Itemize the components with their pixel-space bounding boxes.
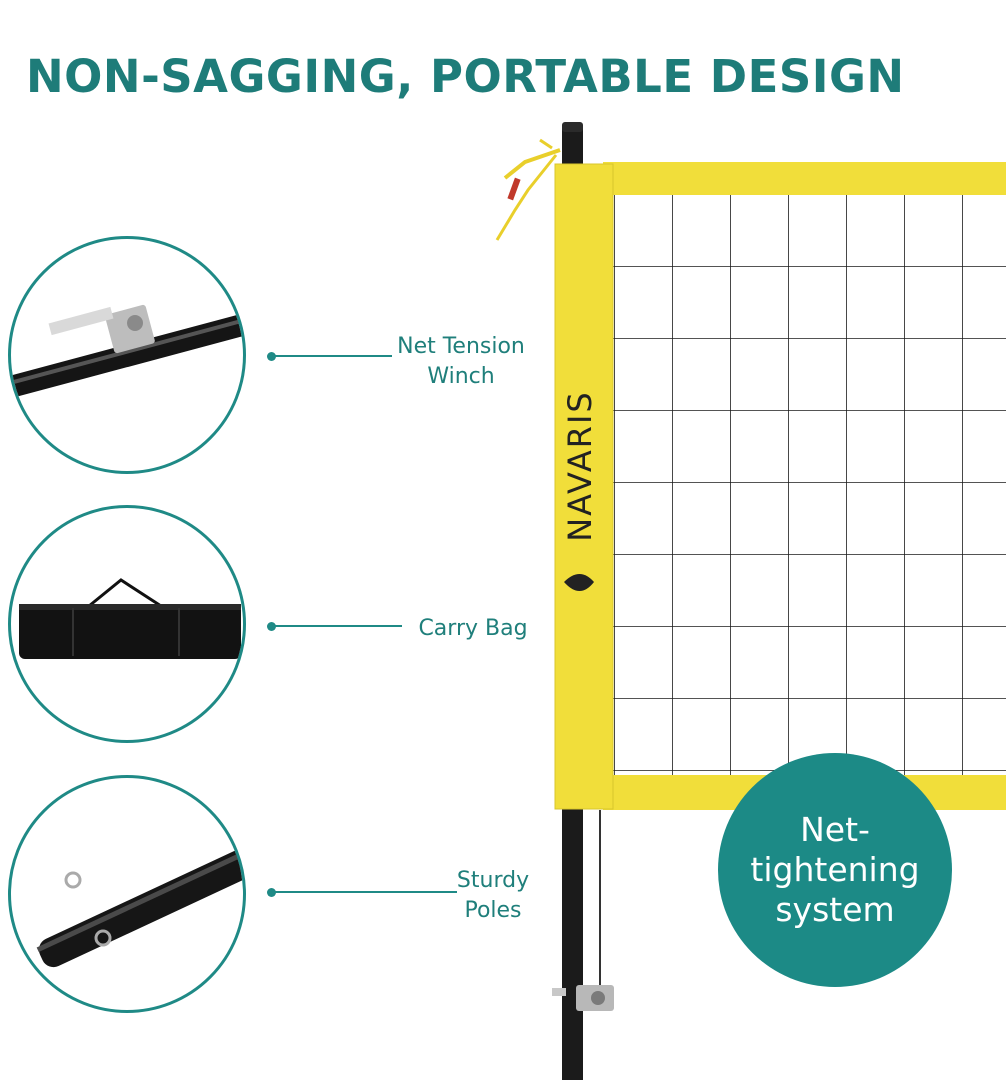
- callout-line: [272, 355, 392, 357]
- badge-text: Net-tightening system: [750, 810, 920, 929]
- sturdy-poles-detail-image: [8, 775, 246, 1013]
- page-title: NON-SAGGING, PORTABLE DESIGN: [26, 50, 905, 103]
- callout-dot: [267, 352, 276, 361]
- sturdy-poles-label: Sturdy Poles: [456, 868, 530, 923]
- callout-line: [272, 625, 402, 627]
- callout-line: [272, 891, 457, 893]
- callout-dot: [267, 622, 276, 631]
- net-tension-winch-label: Net Tension Winch: [397, 334, 525, 389]
- carry-bag-label: Carry Bag: [418, 616, 528, 641]
- winch-detail-image: [8, 236, 246, 474]
- brand-logo-text: NAVARIS: [561, 390, 599, 542]
- callout-dot: [267, 888, 276, 897]
- carry-bag-detail-image: [8, 505, 246, 743]
- net-tightening-badge: Net-tightening system: [718, 753, 952, 987]
